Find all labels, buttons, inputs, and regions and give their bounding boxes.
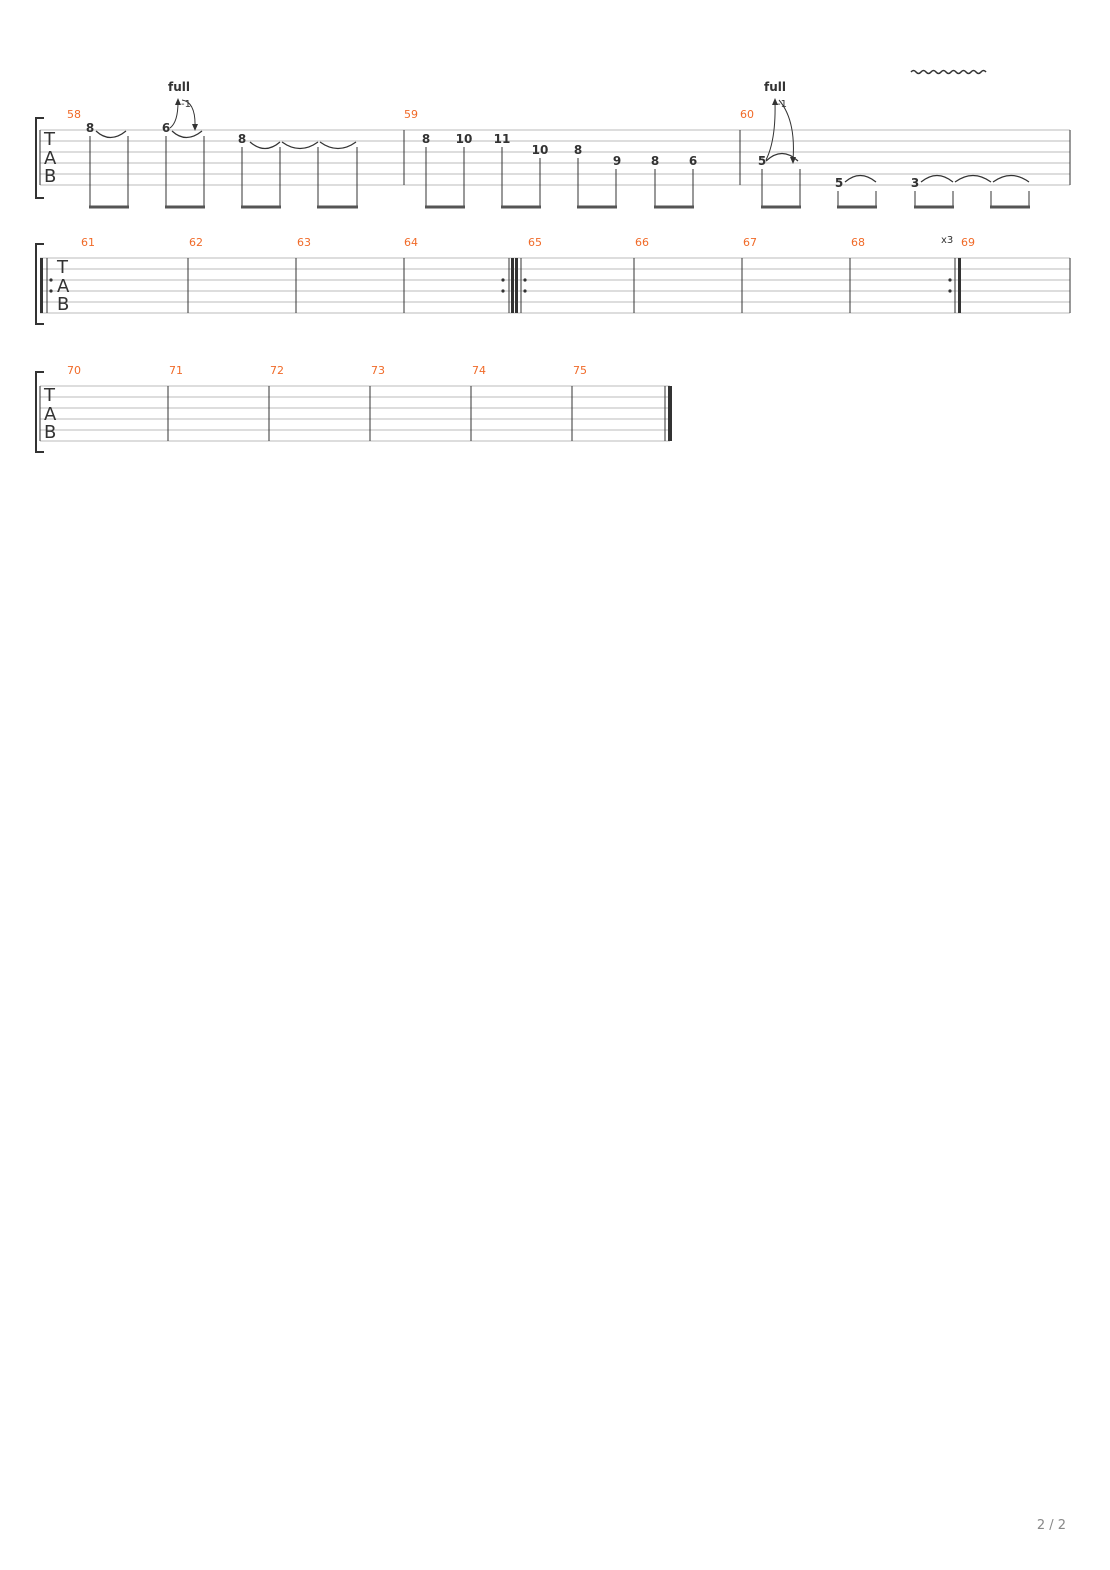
barlines	[39, 386, 666, 441]
fret-number: 8	[574, 143, 582, 157]
staff-lines	[40, 129, 1070, 186]
bar-number: 59	[404, 108, 418, 121]
system-1: T A B 58 59 60	[35, 69, 1071, 209]
bar-number: 69	[961, 236, 975, 249]
fret-number: 8	[651, 154, 659, 168]
final-barline	[668, 386, 672, 441]
system-brace	[35, 117, 44, 199]
fret-number: 6	[689, 154, 697, 168]
ties	[95, 130, 1030, 183]
system-brace	[35, 243, 44, 325]
bend-arrowheads	[175, 98, 796, 164]
vibrato-mark	[910, 69, 987, 75]
bar-number: 67	[743, 236, 757, 249]
system-brace	[35, 371, 44, 453]
bar-number: 68	[851, 236, 865, 249]
bend-arrows	[169, 99, 794, 161]
tab-clef-t: T	[43, 385, 56, 406]
bar-number: 66	[635, 236, 649, 249]
tab-clef-t: T	[56, 257, 69, 278]
fret-number: 8	[422, 132, 430, 146]
staff-lines	[40, 385, 670, 442]
staff-lines	[40, 257, 1070, 314]
page-number: 2 / 2	[1036, 1518, 1066, 1533]
stems	[89, 136, 1030, 207]
fret-number: 8	[238, 132, 246, 146]
bar-number: 70	[67, 364, 81, 377]
bar-number: 74	[472, 364, 486, 377]
tab-clef-a: A	[44, 148, 57, 169]
bend-release-label: -1	[181, 99, 191, 110]
bar-number: 75	[573, 364, 587, 377]
repeat-count: x3	[941, 235, 953, 246]
repeat-start	[40, 258, 53, 313]
tab-clef-b: B	[57, 294, 69, 315]
tab-clef-a: A	[57, 276, 70, 297]
barlines	[39, 130, 1071, 185]
bar-number: 71	[169, 364, 183, 377]
system-3: T A B 70 71 72 73 74 75	[35, 364, 672, 453]
bar-number: 73	[371, 364, 385, 377]
bend-label: full	[168, 80, 190, 94]
fret-number: 5	[835, 176, 843, 190]
fret-number: 6	[162, 121, 170, 135]
repeat-end-start	[501, 258, 527, 313]
fret-number: 11	[494, 132, 511, 146]
bar-number: 72	[270, 364, 284, 377]
fret-number: 10	[456, 132, 473, 146]
bar-number: 62	[189, 236, 203, 249]
tab-clef-t: T	[43, 129, 56, 150]
bar-number: 65	[528, 236, 542, 249]
tab-clef-a: A	[44, 404, 57, 425]
system-2: T A B 61	[35, 235, 1071, 325]
fret-number: 5	[758, 154, 766, 168]
bar-number: 61	[81, 236, 95, 249]
bar-number: 60	[740, 108, 754, 121]
bend-label: full	[764, 80, 786, 94]
barlines	[187, 258, 1071, 313]
tab-clef-b: B	[44, 422, 56, 443]
tab-clef-b: B	[44, 166, 56, 187]
bend-release-label: -1	[777, 99, 787, 110]
bar-number: 63	[297, 236, 311, 249]
fret-number: 3	[911, 176, 919, 190]
bar-number: 64	[404, 236, 418, 249]
fret-number: 9	[613, 154, 621, 168]
bar-number: 58	[67, 108, 81, 121]
fret-number: 10	[532, 143, 549, 157]
fret-number: 8	[86, 121, 94, 135]
repeat-end	[948, 258, 961, 313]
